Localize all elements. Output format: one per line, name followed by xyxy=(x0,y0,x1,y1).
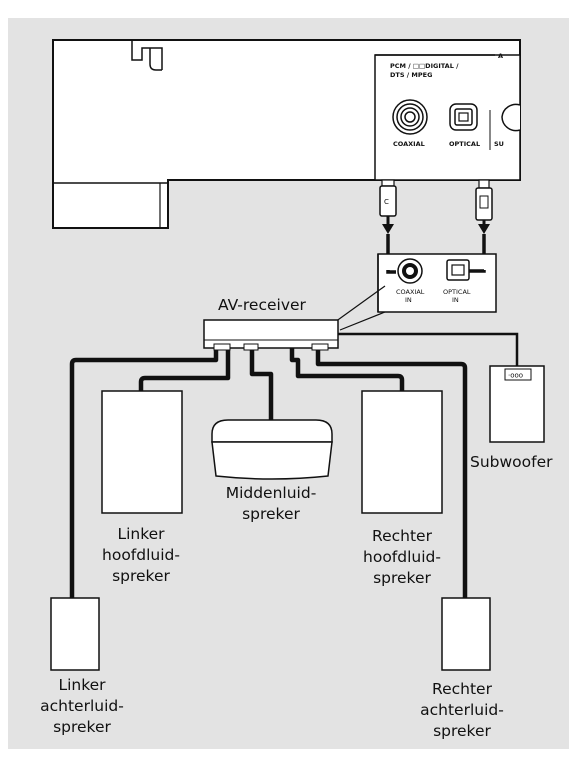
wire-front-left xyxy=(138,348,231,391)
receiver-terminal-center xyxy=(243,343,259,351)
center-speaker: Middenluid- spreker xyxy=(211,419,333,523)
receiver-label: AV-receiver xyxy=(218,296,307,314)
rear-left-label-2: achterluid- xyxy=(40,697,124,715)
sub-out-jack-partial xyxy=(501,103,521,132)
player-unit: A PCM / □□DIGITAL / DTS / MPEG COAXIAL O… xyxy=(52,39,521,229)
callout-line-top xyxy=(334,285,386,323)
front-right-body xyxy=(361,390,443,514)
coaxial-out-label: COAXIAL xyxy=(393,140,425,148)
rear-right-label-3: spreker xyxy=(433,722,491,740)
next-jack-label: SU xyxy=(494,140,504,148)
coaxial-out-jack xyxy=(392,99,428,135)
optical-in-jack xyxy=(446,259,470,281)
coaxial-cable: C xyxy=(379,179,397,270)
coaxial-in-label-2: IN xyxy=(405,296,412,304)
wire-subwoofer xyxy=(338,332,519,366)
front-left-label-1: Linker xyxy=(117,525,165,543)
center-label-1: Middenluid- xyxy=(226,484,317,502)
subwoofer-port xyxy=(504,368,532,381)
front-right-label-1: Rechter xyxy=(372,527,433,545)
coaxial-plug-letter: C xyxy=(384,198,389,206)
optical-in-label-1: OPTICAL xyxy=(443,288,471,296)
wire-rear-right xyxy=(315,348,468,598)
optical-out-label: OPTICAL xyxy=(449,140,480,148)
format-label-1: PCM / □□DIGITAL / xyxy=(390,62,459,70)
front-left-speaker: Linker hoofdluid- spreker xyxy=(101,390,183,585)
center-body xyxy=(211,441,333,480)
front-right-speaker: Rechter hoofdluid- spreker xyxy=(361,390,443,587)
rear-right-label-2: achterluid- xyxy=(420,701,504,719)
front-right-label-3: spreker xyxy=(373,569,431,587)
subwoofer: ·ooo Subwoofer xyxy=(470,365,553,471)
hinge-detail xyxy=(131,40,163,71)
rear-left-label-1: Linker xyxy=(58,676,106,694)
front-right-label-2: hoofdluid- xyxy=(363,548,441,566)
wire-front-right xyxy=(289,348,405,391)
format-label-2: DTS / MPEG xyxy=(390,71,432,79)
coaxial-in-label-1: COAXIAL xyxy=(396,288,425,296)
optical-in-label-2: IN xyxy=(452,296,459,304)
center-top xyxy=(211,419,333,443)
rear-right-label-1: Rechter xyxy=(432,680,493,698)
speaker-wires xyxy=(69,348,468,598)
front-left-body xyxy=(101,390,183,514)
rear-right-body xyxy=(441,597,491,671)
receiver-terminal-right xyxy=(311,343,329,351)
rear-right-speaker: Rechter achterluid- spreker xyxy=(420,597,504,740)
receiver-terminal-left xyxy=(213,343,231,351)
optical-out-jack xyxy=(449,103,478,131)
receiver-body xyxy=(203,319,339,349)
rear-left-speaker: Linker achterluid- spreker xyxy=(40,597,124,736)
front-left-label-3: spreker xyxy=(112,567,170,585)
panel-title: A xyxy=(498,52,503,60)
wire-rear-left xyxy=(69,348,219,598)
subwoofer-port-dots: ·ooo xyxy=(508,372,523,380)
callout-line-bottom xyxy=(339,311,386,331)
av-receiver xyxy=(203,319,339,351)
coaxial-in-jack xyxy=(397,258,423,284)
wire-center xyxy=(249,348,274,420)
rear-left-body xyxy=(50,597,100,671)
center-label-2: spreker xyxy=(242,505,300,523)
subwoofer-label: Subwoofer xyxy=(470,453,553,471)
front-left-label-2: hoofdluid- xyxy=(102,546,180,564)
receiver-input-panel: COAXIAL IN OPTICAL IN xyxy=(334,253,497,331)
rear-left-label-3: spreker xyxy=(53,718,111,736)
